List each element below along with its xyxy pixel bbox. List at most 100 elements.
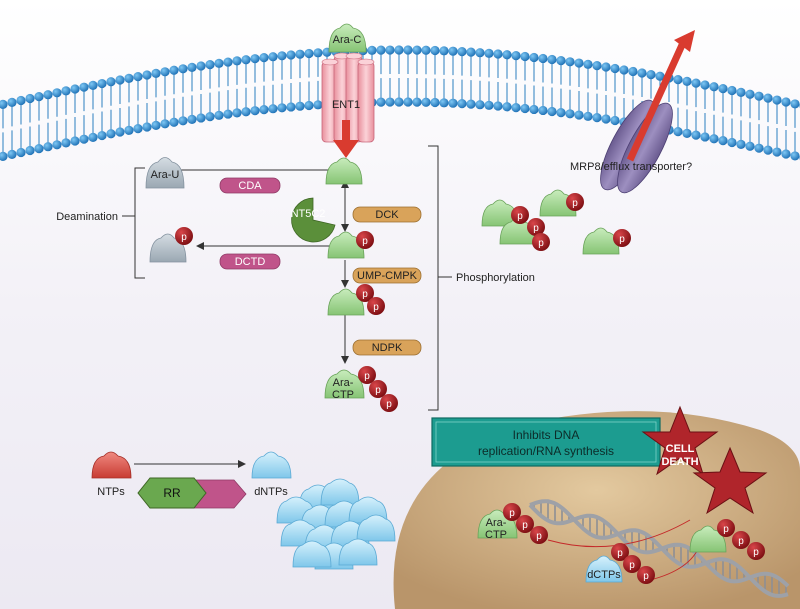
- lipid-head: [430, 45, 440, 56]
- dntp-molecule: [292, 540, 332, 568]
- lipid-head: [25, 93, 35, 104]
- lipid-head: [484, 100, 494, 110]
- lipid-head: [403, 45, 413, 55]
- svg-text:p: p: [517, 211, 523, 222]
- lipid-head: [187, 62, 197, 72]
- lipid-head: [412, 45, 422, 55]
- cell-death-star-1: [641, 405, 719, 476]
- lipid-head: [196, 113, 206, 123]
- lipid-head: [106, 77, 116, 87]
- svg-text:p: p: [533, 223, 539, 234]
- svg-text:p: p: [522, 520, 528, 531]
- lipid-head: [52, 88, 62, 98]
- lipid-head: [124, 73, 134, 83]
- effluxed-nucleotides: p p p p p: [481, 189, 631, 255]
- lipid-head: [673, 75, 683, 85]
- lipid-head: [61, 138, 71, 148]
- lipid-head: [0, 151, 8, 161]
- lipid-head: [691, 130, 701, 140]
- dntps-label: dNTPs: [254, 486, 288, 498]
- svg-text:p: p: [364, 371, 370, 382]
- lipid-head: [178, 116, 188, 126]
- lipid-head: [457, 47, 467, 57]
- phosphorylation-label: Phosphorylation: [456, 272, 535, 284]
- dck-enzyme: [352, 206, 422, 223]
- phosphorylation-bracket: [428, 145, 439, 411]
- lipid-head: [7, 149, 17, 160]
- ntps-label: NTPs: [97, 486, 125, 498]
- lipid-head: [97, 130, 107, 141]
- lipid-head: [151, 120, 161, 130]
- lipid-head: [367, 45, 377, 55]
- lipid-head: [475, 48, 485, 58]
- svg-text:p: p: [536, 531, 542, 542]
- cell-death-line-2: DEATH: [661, 456, 698, 468]
- svg-text:p: p: [643, 571, 649, 582]
- lipid-head: [574, 58, 584, 68]
- efflux-arrow-shaft: [626, 43, 686, 162]
- lipid-head: [268, 104, 278, 114]
- lipid-head: [736, 87, 746, 97]
- lipid-head: [79, 134, 89, 144]
- lipid-head: [142, 70, 152, 80]
- ent1-label: ENT1: [332, 99, 360, 111]
- lipid-head: [70, 84, 80, 94]
- dctps-label: dCTPs: [587, 569, 621, 581]
- lipid-head: [313, 48, 323, 58]
- lipid-head: [754, 91, 764, 101]
- lipid-head: [97, 78, 107, 89]
- pathway-arrows: [170, 169, 346, 360]
- lipid-head: [511, 103, 521, 113]
- dna-strand: [529, 499, 789, 598]
- lipid-head: [241, 107, 251, 117]
- lipid-head: [763, 145, 773, 155]
- lipid-head: [574, 110, 584, 120]
- lipid-head: [133, 124, 143, 134]
- lipid-head: [781, 97, 791, 107]
- svg-text:p: p: [362, 289, 368, 300]
- lipid-head: [610, 115, 620, 126]
- lipid-head: [0, 99, 8, 109]
- lipid-head: [394, 97, 404, 107]
- ara-c-label: Ara-C: [333, 34, 362, 46]
- lipid-head: [43, 90, 53, 100]
- lipid-head: [115, 75, 125, 85]
- lipid-head: [178, 64, 188, 74]
- lipid-head: [403, 97, 413, 107]
- lipid-head: [439, 46, 449, 56]
- phosphate: [356, 231, 374, 249]
- lipid-head: [529, 104, 539, 115]
- dntp-molecule: [251, 451, 292, 479]
- svg-text:p: p: [753, 547, 759, 558]
- lipid-head: [376, 45, 386, 55]
- lipid-head: [772, 147, 782, 157]
- lipid-head: [313, 100, 323, 110]
- lipid-head: [304, 48, 314, 59]
- lipid-head: [475, 100, 485, 110]
- lipid-head: [439, 98, 449, 108]
- lipid-head: [160, 119, 170, 129]
- svg-text:p: p: [629, 560, 635, 571]
- lipid-head: [511, 51, 521, 61]
- lipid-head: [745, 141, 755, 151]
- lipid-head: [250, 54, 260, 64]
- lipid-head: [259, 53, 269, 63]
- ara-u-molecule: [145, 157, 185, 189]
- lipid-head: [646, 70, 656, 80]
- svg-text:p: p: [723, 524, 729, 535]
- lipid-head: [601, 62, 611, 72]
- lipid-head: [493, 101, 503, 111]
- cda-label: CDA: [238, 180, 262, 192]
- lipid-head: [700, 132, 710, 142]
- ent1-transporter: [321, 52, 375, 143]
- svg-text:p: p: [509, 508, 515, 519]
- dck-label: DCK: [375, 209, 399, 221]
- svg-text:p: p: [373, 302, 379, 313]
- lipid-head: [466, 99, 476, 109]
- lipid-head: [214, 58, 224, 68]
- svg-text:p: p: [572, 198, 578, 209]
- inhibits-line-2: replication/RNA synthesis: [478, 444, 614, 458]
- dntp-molecule: [356, 514, 396, 542]
- lipid-head: [466, 47, 476, 57]
- lipid-head: [70, 136, 80, 146]
